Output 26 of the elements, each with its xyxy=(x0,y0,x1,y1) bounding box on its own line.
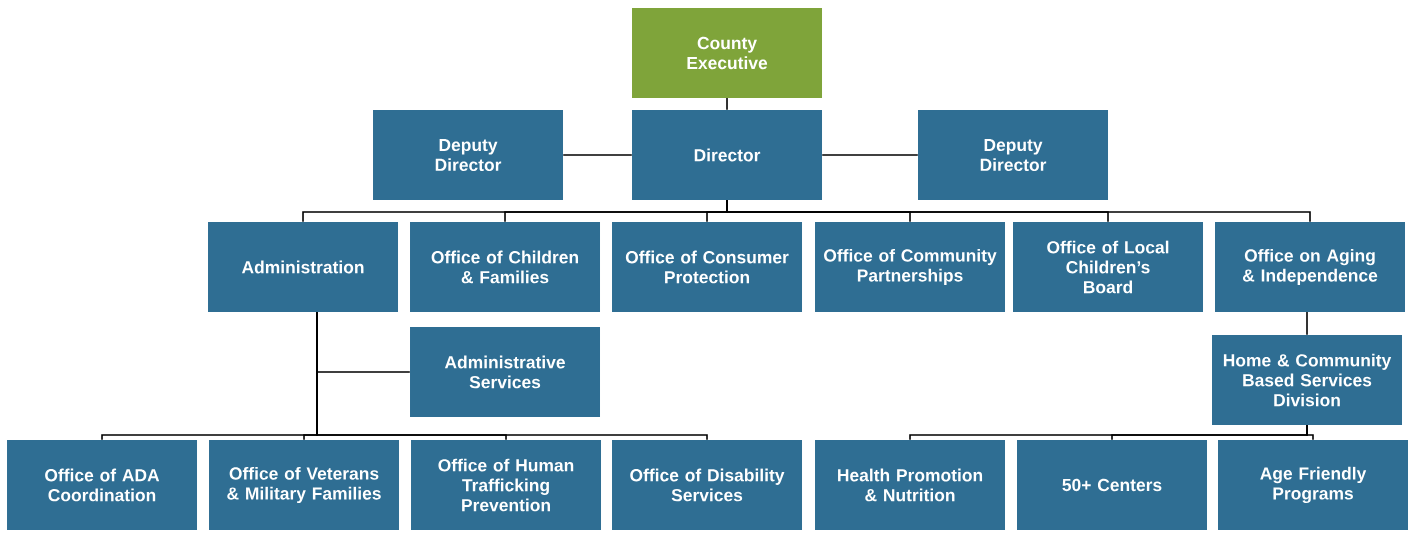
org-box: Office of Children & Families xyxy=(410,222,600,312)
connector-line xyxy=(726,97,728,111)
connector-line xyxy=(1306,311,1308,336)
org-box: Director xyxy=(632,110,822,200)
org-box: Office of Human Trafficking Prevention xyxy=(411,440,601,530)
connector-line xyxy=(562,154,633,156)
org-box: 50+ Centers xyxy=(1017,440,1207,530)
org-box: Office of Disability Services xyxy=(612,440,802,530)
org-box: Deputy Director xyxy=(918,110,1108,200)
connector-line xyxy=(821,154,919,156)
org-box: Administrative Services xyxy=(410,327,600,417)
org-box: Age Friendly Programs xyxy=(1218,440,1408,530)
org-box: Office of ADA Coordination xyxy=(7,440,197,530)
org-box: Health Promotion & Nutrition xyxy=(815,440,1005,530)
org-box: Office on Aging & Independence xyxy=(1215,222,1405,312)
org-box: Administration xyxy=(208,222,398,312)
connector-line xyxy=(316,311,708,441)
org-box: Home & Community Based Services Division xyxy=(1212,335,1402,425)
connector-line xyxy=(726,199,1311,223)
connector-line xyxy=(1306,424,1314,441)
org-box: Deputy Director xyxy=(373,110,563,200)
org-box: Office of Community Partnerships xyxy=(815,222,1005,312)
org-box: Office of Veterans & Military Families xyxy=(209,440,399,530)
org-box: County Executive xyxy=(632,8,822,98)
org-box: Office of Local Children’s Board xyxy=(1013,222,1203,312)
org-box: Office of Consumer Protection xyxy=(612,222,802,312)
